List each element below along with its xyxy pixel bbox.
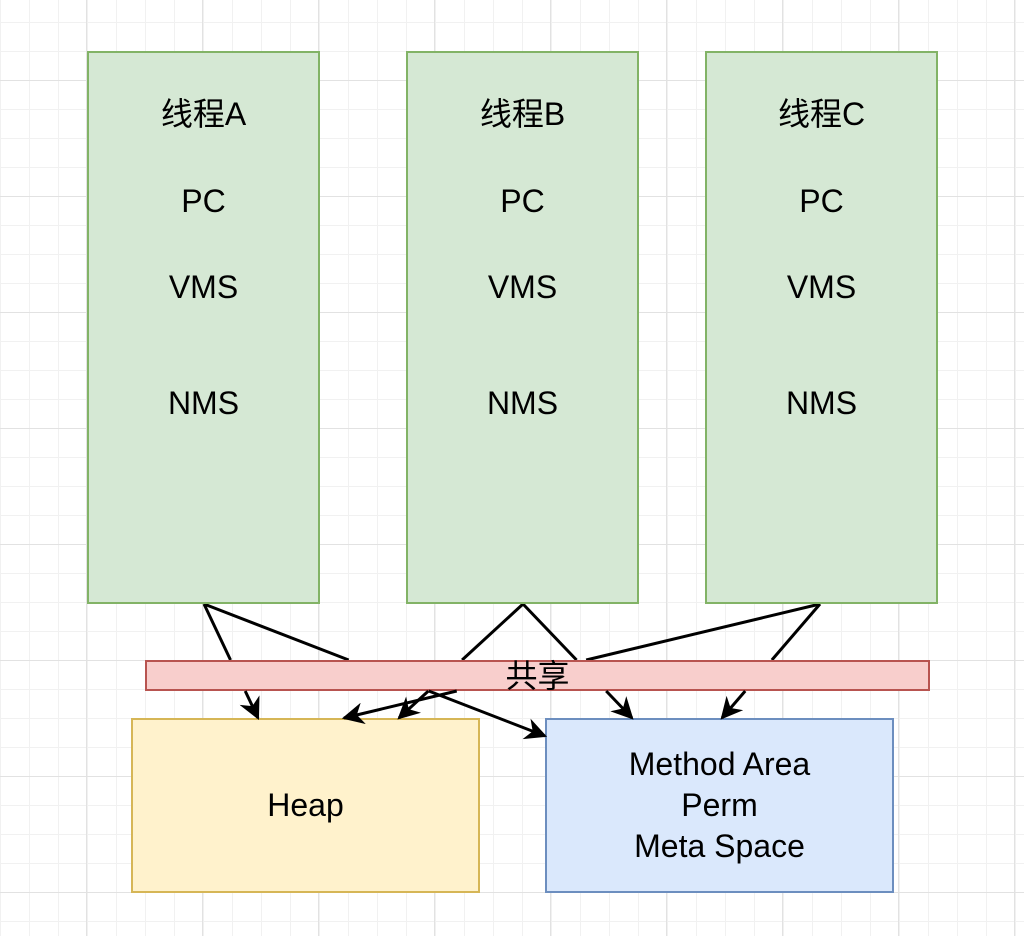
edge-thread-b-to-heap-upper[interactable] (461, 602, 525, 662)
method-area-box[interactable]: Method Area Perm Meta Space (545, 718, 894, 893)
thread-a-nms: NMS (167, 385, 240, 421)
shared-bar[interactable]: 共享 (145, 657, 930, 695)
meta-space-label: Meta Space (634, 828, 805, 864)
thread-a-vms: VMS (168, 269, 239, 305)
shared-label: 共享 (505, 657, 570, 695)
thread-b-box[interactable]: 线程B PC VMS NMS (406, 51, 639, 604)
thread-a-box[interactable]: 线程A PC VMS NMS (87, 51, 320, 604)
thread-b-pc: PC (500, 183, 545, 219)
thread-c-vms: VMS (786, 269, 857, 305)
perm-label: Perm (681, 787, 758, 823)
thread-c-pc: PC (799, 183, 844, 219)
edge-thread-a-to-method-area-upper[interactable] (203, 602, 350, 662)
thread-a-pc: PC (181, 183, 226, 219)
thread-b-nms: NMS (486, 385, 559, 421)
thread-c-box[interactable]: 线程C PC VMS NMS (705, 51, 938, 604)
heap-label: Heap (267, 787, 344, 823)
edge-thread-c-to-heap-upper[interactable] (585, 602, 821, 662)
heap-box[interactable]: Heap (131, 718, 480, 893)
thread-a-title: 线程A (160, 96, 247, 132)
edge-thread-c-to-method-area-upper[interactable] (770, 603, 822, 661)
thread-c-title: 线程C (777, 96, 866, 132)
thread-c-nms: NMS (785, 385, 858, 421)
thread-b-vms: VMS (487, 269, 558, 305)
method-area-label: Method Area (628, 746, 811, 782)
thread-b-title: 线程B (479, 96, 566, 132)
edge-thread-b-to-method-area-upper[interactable] (521, 602, 578, 662)
edge-thread-a-to-heap-upper[interactable] (202, 603, 232, 661)
